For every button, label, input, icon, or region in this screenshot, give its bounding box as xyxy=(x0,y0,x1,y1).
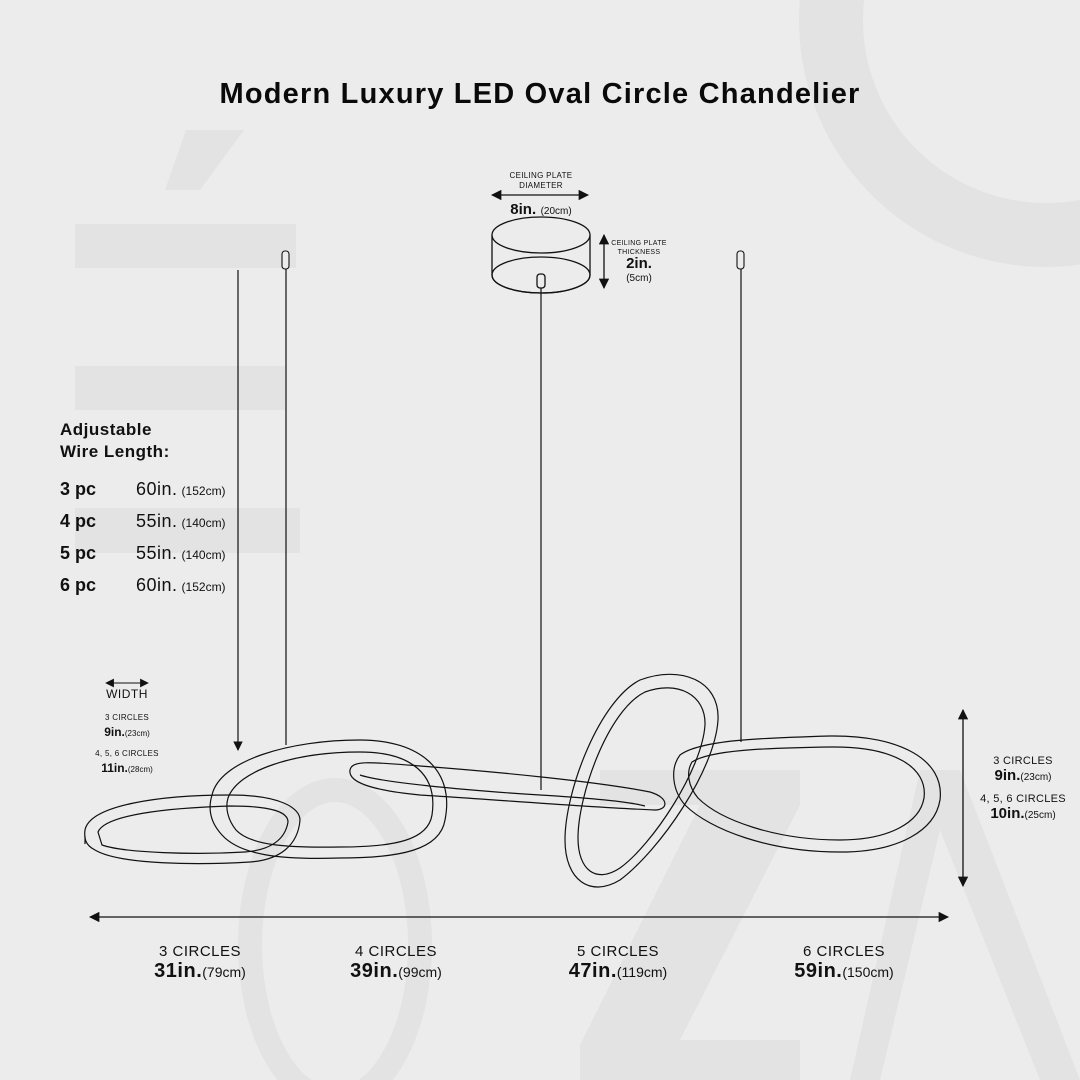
wire-row: 6 pc 60in. (152cm) xyxy=(60,575,226,595)
page-title: Modern Luxury LED Oval Circle Chandelier xyxy=(219,78,861,110)
watermark-bar-3 xyxy=(75,508,300,553)
height-spec: 3 CIRCLES 9in.(23cm) 4, 5, 6 CIRCLES 10i… xyxy=(980,755,1066,822)
plate-thickness-caption: CEILING PLATE THICKNESS xyxy=(611,240,667,256)
wire-row: 5 pc 55in. (140cm) xyxy=(60,543,226,563)
wire-row: 4 pc 55in. (140cm) xyxy=(60,511,226,531)
watermark-bar-2 xyxy=(75,366,285,410)
length-spec-4-circles: 4 CIRCLES 39in.(99cm) xyxy=(350,943,442,982)
plate-diameter-caption: CEILING PLATE DIAMETER xyxy=(509,171,573,190)
plate-thickness-value: 2in. (5cm) xyxy=(626,255,652,284)
ceiling-plate-icon xyxy=(491,216,591,294)
length-spec-3-circles: 3 CIRCLES 31in.(79cm) xyxy=(154,943,246,982)
wire-length-block: Adjustable Wire Length: 3 pc 60in. (152c… xyxy=(60,419,260,607)
length-spec-6-circles: 6 CIRCLES 59in.(150cm) xyxy=(794,943,894,982)
wire-row: 3 pc 60in. (152cm) xyxy=(60,479,226,499)
plate-diameter-value: 8in. (20cm) xyxy=(510,201,572,218)
watermark-bar-1 xyxy=(75,224,296,268)
width-spec: WIDTH 3 CIRCLES 9in.(23cm) 4, 5, 6 CIRCL… xyxy=(95,687,159,775)
length-spec-5-circles: 5 CIRCLES 47in.(119cm) xyxy=(568,943,668,982)
